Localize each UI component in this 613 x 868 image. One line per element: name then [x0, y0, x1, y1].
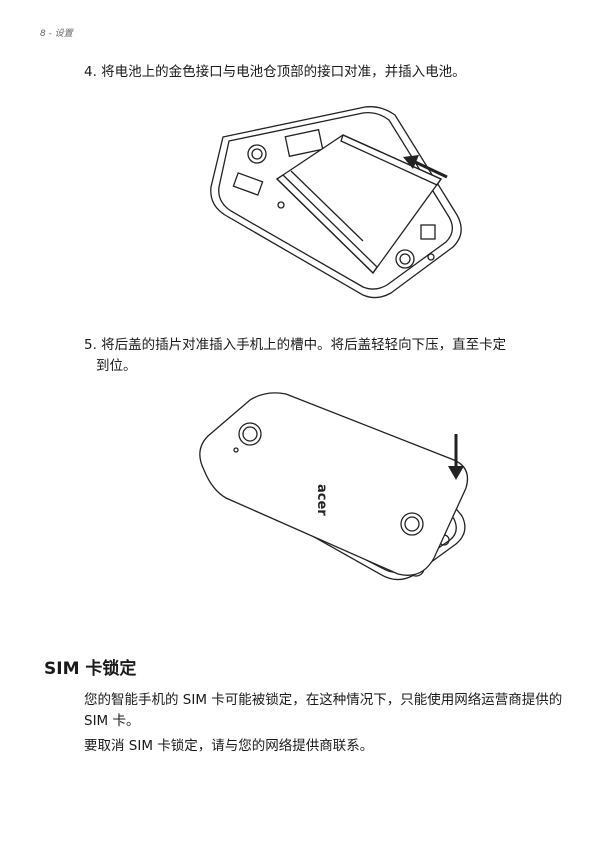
- step-5-text: 5. 将后盖的插片对准插入手机上的槽中。将后盖轻轻向下压，直至卡定 到位。: [84, 335, 584, 377]
- acer-logo: acer: [314, 484, 329, 516]
- insert-arrow-icon: [403, 155, 448, 179]
- step-5-line1: 5. 将后盖的插片对准插入手机上的槽中。将后盖轻轻向下压，直至卡定: [84, 337, 507, 353]
- page-header: 8 - 设置: [40, 29, 73, 39]
- step-4-text: 4. 将电池上的金色接口与电池仓顶部的接口对准，并插入电池。: [84, 64, 466, 80]
- battery-insert-illustration: [210, 106, 462, 299]
- section-title: SIM 卡锁定: [44, 659, 137, 679]
- back-cover-illustration: acer: [199, 392, 469, 581]
- paragraph: 要取消 SIM 卡锁定，请与您的网络提供商联系。: [84, 738, 374, 754]
- press-down-arrow-icon: [448, 434, 464, 480]
- step-5-line2: 到位。: [96, 358, 137, 374]
- paragraph: 您的智能手机的 SIM 卡可能被锁定，在这种情况下，只能使用网络运营商提供的 S…: [84, 692, 563, 729]
